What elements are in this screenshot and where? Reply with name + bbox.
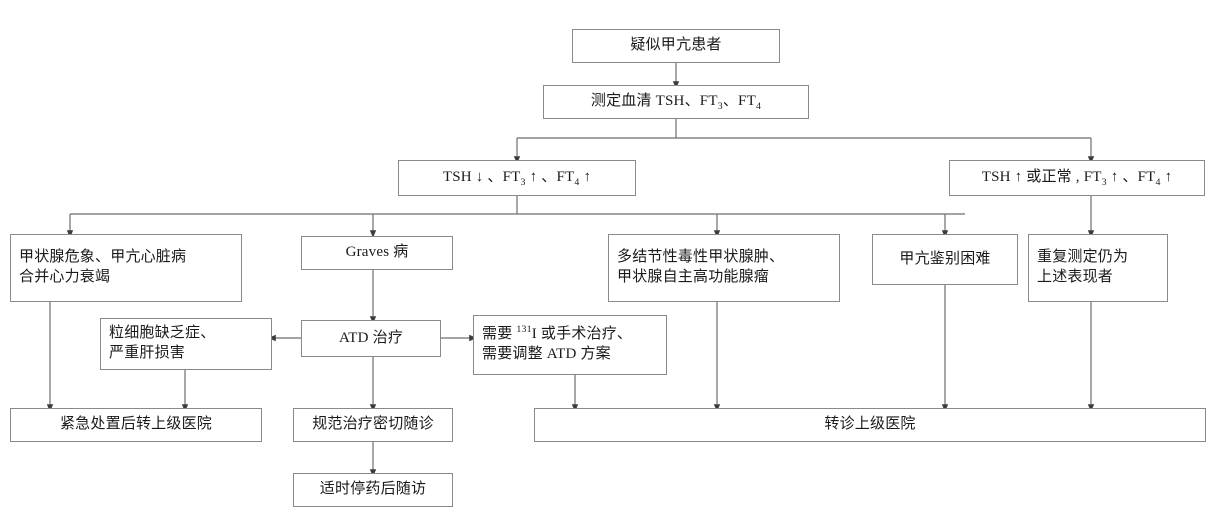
node-atd-treatment[interactable]: ATD 治疗	[301, 320, 441, 357]
node-emergency-refer-upper-hospital[interactable]: 紧急处置后转上级医院	[10, 408, 262, 442]
node-label: 适时停药后随访	[319, 481, 427, 498]
node-label: 甲状腺危象、甲亢心脏病	[19, 249, 187, 266]
sub-3: 3	[717, 101, 723, 113]
node-label-line2: 甲状腺自主高功能腺瘤	[617, 269, 770, 285]
node-label: 需要	[482, 326, 517, 343]
node-label-mid: 、FT	[722, 93, 756, 110]
node-label: ATD 治疗	[338, 329, 404, 346]
node-branch-tsh-low[interactable]: TSH ↓ 、FT3 ↑ 、FT4 ↑	[398, 160, 636, 196]
node-label: 重复测定仍为	[1037, 249, 1129, 266]
node-repeat-same-findings[interactable]: 重复测定仍为 上述表现者	[1028, 234, 1168, 302]
node-label: 规范治疗密切随诊	[312, 416, 434, 433]
node-label-line2: 需要调整 ATD 方案	[482, 346, 611, 362]
node-agranulocytosis-liver-damage[interactable]: 粒细胞缺乏症、 严重肝损害	[100, 318, 272, 370]
node-suspected-hyperthyroid[interactable]: 疑似甲亢患者	[572, 29, 780, 63]
node-toxic-multinodular-goiter[interactable]: 多结节性毒性甲状腺肿、 甲状腺自主高功能腺瘤	[608, 234, 840, 302]
node-label-line2: 合并心力衰竭	[19, 269, 111, 285]
node-label: 转诊上级医院	[824, 416, 916, 433]
node-thyroid-crisis-heart-failure[interactable]: 甲状腺危象、甲亢心脏病 合并心力衰竭	[10, 234, 242, 302]
sub-4: 4	[1155, 177, 1161, 189]
node-label: 甲亢鉴别困难	[899, 250, 991, 267]
node-graves-disease[interactable]: Graves 病	[301, 236, 453, 270]
sub-3: 3	[1101, 177, 1107, 189]
node-label: 粒细胞缺乏症、	[109, 325, 216, 342]
sub-3: 3	[520, 177, 526, 189]
node-measure-serum-tsh-ft3-ft4[interactable]: 测定血清 TSH、FT3、FT4	[543, 85, 809, 119]
node-refer-upper-hospital[interactable]: 转诊上级医院	[534, 408, 1206, 442]
node-label-line2: 严重肝损害	[109, 345, 186, 361]
node-timely-stop-drug-followup[interactable]: 适时停药后随访	[293, 473, 453, 507]
node-difficult-differentiation[interactable]: 甲亢鉴别困难	[872, 234, 1018, 285]
node-standard-treatment-close-followup[interactable]: 规范治疗密切随诊	[293, 408, 453, 442]
sub-4: 4	[574, 177, 580, 189]
node-label: 疑似甲亢患者	[630, 37, 722, 54]
node-label: TSH ↑ 或正常 , FT	[981, 169, 1102, 186]
node-label: 多结节性毒性甲状腺肿、	[617, 249, 785, 266]
node-label: 测定血清 TSH、FT	[590, 93, 718, 110]
sup-131: 131	[516, 324, 532, 336]
node-label: 紧急处置后转上级医院	[59, 416, 212, 433]
node-need-i131-or-surgery[interactable]: 需要 131I 或手术治疗、 需要调整 ATD 方案	[473, 315, 667, 375]
sub-4: 4	[755, 101, 762, 113]
node-label: Graves 病	[345, 244, 409, 261]
node-branch-tsh-high-or-normal[interactable]: TSH ↑ 或正常 , FT3 ↑ 、FT4 ↑	[949, 160, 1205, 196]
node-label: TSH ↓ 、FT	[442, 169, 521, 186]
node-label-line2: 上述表现者	[1037, 269, 1114, 285]
